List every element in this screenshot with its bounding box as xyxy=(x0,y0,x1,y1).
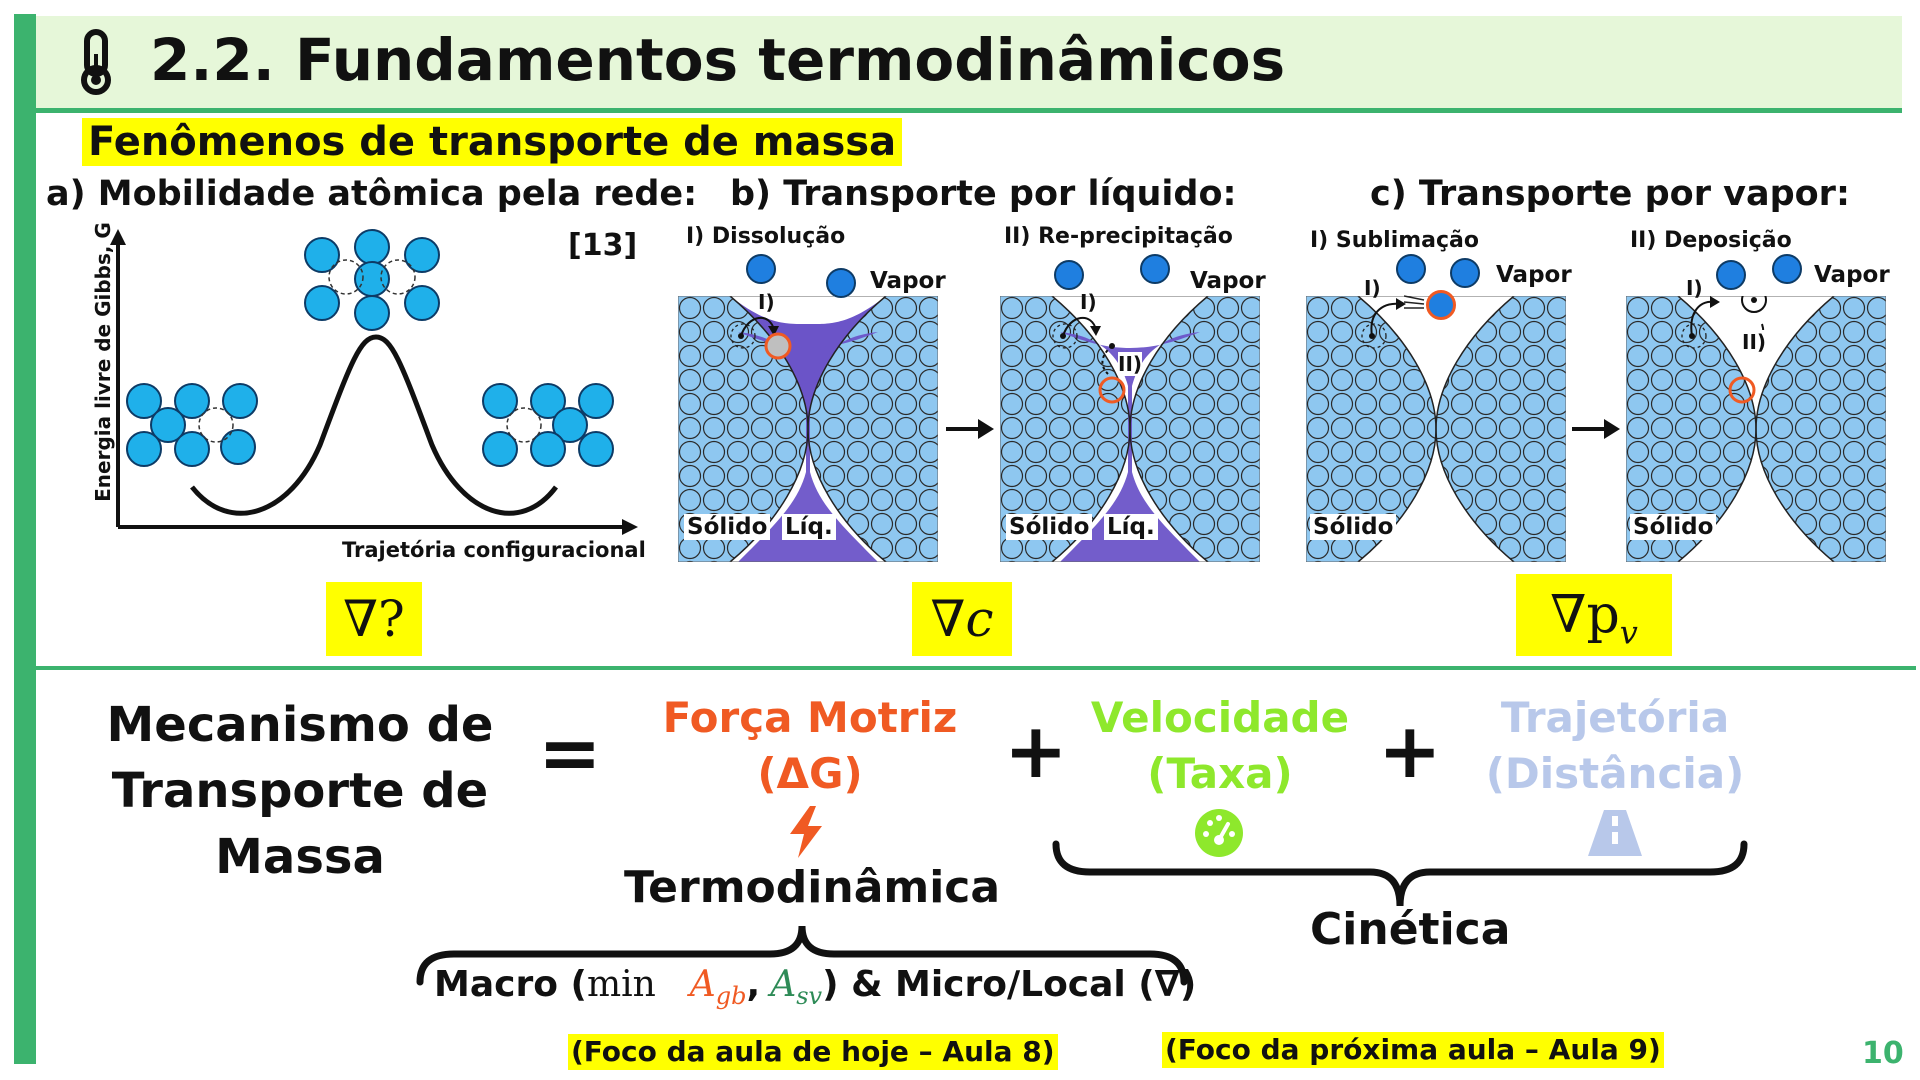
panel-a-ylabel: Energia livre de Gibbs, G xyxy=(91,222,115,502)
equals-sign: = xyxy=(538,708,602,797)
arrow-right-icon xyxy=(1572,414,1620,444)
plus-sign-1: + xyxy=(1004,706,1068,795)
vapor-pressure-gradient: ∇pv xyxy=(1516,574,1672,656)
lhs-line-3: Massa xyxy=(215,829,385,885)
sublimating-atom xyxy=(1426,290,1456,320)
driving-force-symbol: (ΔG) xyxy=(757,749,863,798)
b1-solid-label: Sólido xyxy=(684,514,771,540)
vapor-atom xyxy=(1772,254,1802,284)
c1-mark: I) xyxy=(1364,276,1381,300)
page-number: 10 xyxy=(1862,1036,1904,1071)
macro-suffix: ) & Micro/Local (∇) xyxy=(822,964,1197,1005)
thermodynamics-brace xyxy=(414,922,1190,986)
gradient-subscript: v xyxy=(1619,613,1638,652)
vapor-atom xyxy=(1716,260,1746,290)
b1-mark: I) xyxy=(758,290,775,314)
c2-vapor-label: Vapor xyxy=(1814,262,1890,288)
macro-prefix: Macro ( xyxy=(434,964,587,1005)
trajectory-term: Trajetória (Distância) xyxy=(1450,690,1780,802)
vapor-atom xyxy=(1450,258,1480,288)
plus-sign-2: + xyxy=(1378,706,1442,795)
b2-liquid-label: Líq. xyxy=(1104,514,1158,540)
panel-c-step2: II) Deposição xyxy=(1630,228,1792,253)
agb-sub: gb xyxy=(715,982,747,1011)
vapor-atom xyxy=(1140,254,1170,284)
note-next: (Foco da próxima aula – Aula 9) xyxy=(1162,1032,1664,1068)
panel-c-step1: I) Sublimação xyxy=(1310,228,1480,253)
c1-vapor-label: Vapor xyxy=(1496,262,1572,288)
panel-c-title: c) Transporte por vapor: xyxy=(1370,174,1850,214)
panel-b-step1: I) Dissolução xyxy=(686,224,846,249)
driving-force-term: Força Motriz (ΔG) xyxy=(640,690,980,802)
panel-a-title: a) Mobilidade atômica pela rede: xyxy=(46,174,698,214)
panel-a-xlabel: Trajetória configuracional xyxy=(342,538,646,562)
liquid-dissolution-diagram xyxy=(677,295,939,563)
thermodynamics-label: Termodinâmica xyxy=(624,862,1001,913)
b2-mark1: I) xyxy=(1080,290,1097,314)
note-today: (Foco da aula de hoje – Aula 8) xyxy=(568,1034,1058,1070)
b2-vapor-label: Vapor xyxy=(1190,268,1266,294)
c1-solid-label: Sólido xyxy=(1310,514,1397,540)
energy-diagram xyxy=(80,225,640,565)
trajectory-label: Trajetória xyxy=(1500,693,1730,742)
agb-base: A xyxy=(689,964,716,1005)
gradient-main-text: ∇p xyxy=(1550,585,1620,645)
vapor-deposition-diagram xyxy=(1625,287,1887,563)
velocity-symbol: (Taxa) xyxy=(1147,749,1293,798)
liquid-reprecipitation-diagram xyxy=(999,295,1261,563)
b2-solid-label: Sólido xyxy=(1006,514,1093,540)
trajectory-symbol: (Distância) xyxy=(1485,749,1745,798)
section-title: Fenômenos de transporte de massa xyxy=(82,118,903,166)
b1-vapor-label: Vapor xyxy=(870,268,946,294)
arrow-right-icon xyxy=(946,414,994,444)
macro-comma: , xyxy=(746,964,761,1005)
b2-mark2: II) xyxy=(1118,352,1143,376)
header-bar xyxy=(36,16,1902,113)
velocity-label: Velocidade xyxy=(1090,693,1350,742)
velocity-term: Velocidade (Taxa) xyxy=(1060,690,1380,802)
c2-mark1: I) xyxy=(1686,276,1703,300)
lightning-icon xyxy=(786,806,826,858)
c2-solid-label: Sólido xyxy=(1630,514,1717,540)
vapor-atom xyxy=(746,254,776,284)
panel-b-title: b) Transporte por líquido: xyxy=(730,174,1237,214)
speedometer-icon xyxy=(1194,808,1244,858)
motion-lines xyxy=(1403,292,1426,314)
gradient-unknown: ∇? xyxy=(326,582,422,656)
lhs-line-2: Transporte de xyxy=(111,763,489,819)
vapor-atom xyxy=(826,268,856,298)
road-icon xyxy=(1588,810,1642,856)
vapor-atom xyxy=(1054,260,1084,290)
section-divider xyxy=(36,666,1916,670)
panel-b-step2: II) Re-precipitação xyxy=(1004,224,1233,249)
asv-base: A xyxy=(770,964,797,1005)
equation-lhs: Mecanismo de Transporte de Massa xyxy=(100,692,500,890)
vapor-atom xyxy=(1396,254,1426,284)
page-title: 2.2. Fundamentos termodinâmicos xyxy=(150,26,1286,94)
c2-mark2: II) xyxy=(1742,330,1767,354)
panel-a-ref: [13] xyxy=(568,228,638,263)
thermometer-icon xyxy=(76,28,116,96)
vapor-sublimation-diagram xyxy=(1305,295,1567,563)
driving-force-label: Força Motriz xyxy=(662,693,958,742)
kinetics-label: Cinética xyxy=(1310,904,1511,955)
agb-term: Agb xyxy=(689,964,747,1010)
b1-liquid-label: Líq. xyxy=(782,514,836,540)
asv-term: Asv xyxy=(770,964,822,1010)
lhs-line-1: Mecanismo de xyxy=(106,697,494,753)
kinetics-brace xyxy=(1050,840,1750,914)
left-accent-bar xyxy=(14,14,36,1064)
concentration-gradient: ∇c xyxy=(912,582,1012,656)
asv-sub: sv xyxy=(796,982,823,1011)
macro-min: min xyxy=(586,964,656,1005)
